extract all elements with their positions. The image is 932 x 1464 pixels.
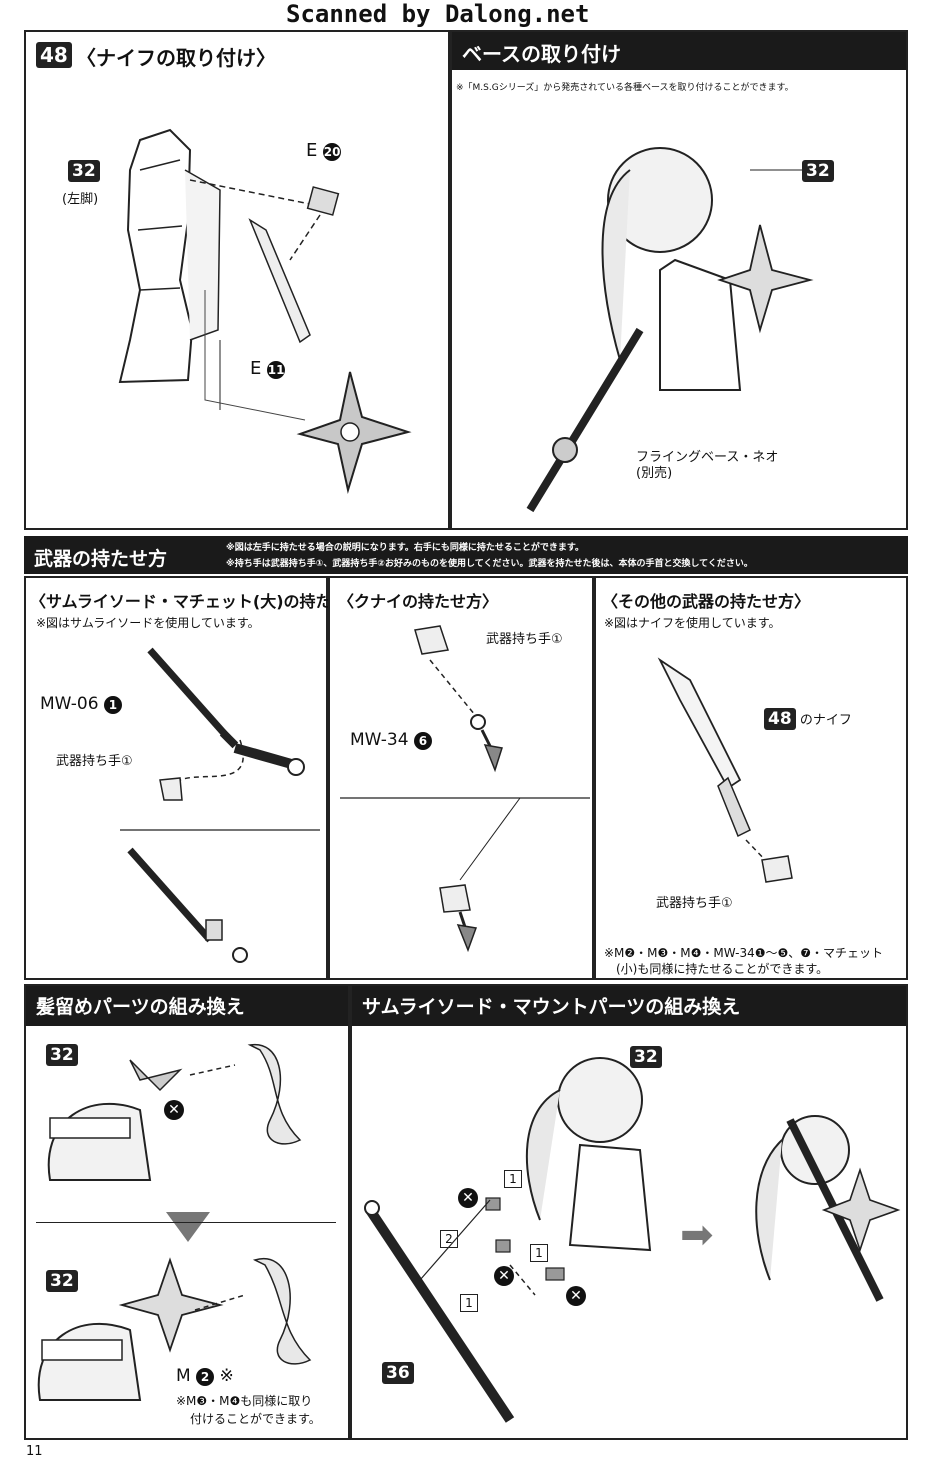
other-panel — [594, 576, 908, 980]
step48-part-e20: E 20 — [306, 140, 342, 161]
other-hand: 武器持ち手① — [656, 896, 733, 911]
hair-bottom-illustration — [37, 1257, 312, 1401]
samurai-part: MW-06 1 — [40, 694, 122, 714]
samurai-title: 〈サムライソード・マチェット(大)の持たせ方〉 — [30, 592, 380, 611]
step48-e11-num: 11 — [267, 361, 286, 379]
hair-part-m-num: 2 — [196, 1368, 215, 1386]
step48-knife-illustration — [189, 179, 340, 410]
mount-figure-illustration — [364, 1057, 652, 1423]
other-knife-illustration — [657, 657, 793, 883]
mount-step-1b: 1 — [530, 1244, 548, 1262]
mount-result-illustration — [755, 1115, 901, 1302]
kunai-part-name: MW-34 — [350, 730, 409, 750]
hair-part-m-letter: M — [176, 1366, 191, 1386]
hair-divider — [36, 1222, 336, 1223]
samurai-hand: 武器持ち手① — [56, 754, 133, 769]
mount-arrow-right-icon: ➡ — [680, 1212, 714, 1258]
samurai-sword-illustration — [120, 647, 320, 963]
other-knife-ref: 48 — [764, 708, 796, 730]
step48-e20-num: 20 — [323, 143, 342, 161]
hair-part-ref-top: 32 — [46, 1044, 78, 1066]
base-header: ベースの取り付け — [452, 32, 906, 70]
kunai-part: MW-34 6 — [350, 730, 432, 750]
kunai-part-num: 6 — [413, 732, 432, 750]
mount-part-ref: 32 — [630, 1046, 662, 1068]
other-footnote-1: ※M❷・M❸・M❹・MW-34❶〜❺、❼・マチェット — [604, 946, 883, 960]
step48-e20-letter: E — [306, 140, 318, 161]
step48-guide-line — [204, 290, 306, 421]
weapons-header: 武器の持たせ方 — [24, 536, 908, 574]
page-number: 11 — [26, 1444, 43, 1459]
weapons-note-1: ※図は左手に持たせる場合の説明になります。右手にも同様に持たせることができます。 — [226, 543, 584, 553]
scan-credit: Scanned by Dalong.net — [286, 0, 590, 28]
mount-remove-icon-3: ✕ — [566, 1286, 586, 1306]
step48-panel — [24, 30, 450, 530]
mount-remove-icon-2: ✕ — [494, 1266, 514, 1286]
mount-sword-ref: 36 — [382, 1362, 414, 1384]
base-part-ref: 32 — [802, 160, 834, 182]
base-note: ※「M.S.Gシリーズ」から発売されている各種ベースを取り付けることができます。 — [456, 83, 794, 93]
step48-part-ref: 32 — [68, 160, 100, 182]
hair-part-m-mark: ※ — [219, 1366, 234, 1386]
hair-remove-icon: ✕ — [164, 1100, 184, 1120]
step48-badge: 48 — [36, 42, 72, 68]
mount-step-1c: 1 — [460, 1294, 478, 1312]
other-footnote-2: (小)も同様に持たせることができます。 — [616, 962, 829, 976]
hair-arrow-down-icon — [166, 1212, 210, 1242]
samurai-part-name: MW-06 — [40, 694, 99, 714]
step48-e11-letter: E — [250, 358, 262, 379]
mount-header: サムライソード・マウントパーツの組み換え — [352, 986, 906, 1026]
other-note: ※図はナイフを使用しています。 — [604, 616, 781, 630]
kunai-illustration — [340, 625, 590, 953]
step48-leg-illustration — [118, 128, 221, 384]
kunai-title: 〈クナイの持たせ方〉 — [338, 592, 499, 611]
hair-footnote-2: 付けることができます。 — [190, 1412, 321, 1426]
base-label-2: (別売) — [636, 466, 673, 481]
base-figure-illustration — [526, 147, 814, 513]
other-title: 〈その他の武器の持たせ方〉 — [602, 592, 811, 611]
hair-part-m: M 2 ※ — [176, 1366, 234, 1386]
hair-top-illustration — [47, 1043, 302, 1181]
other-knife-text: のナイフ — [799, 713, 852, 728]
mount-remove-icon-1: ✕ — [458, 1188, 478, 1208]
step48-part-e11: E 11 — [250, 358, 286, 379]
samurai-part-num: 1 — [103, 696, 122, 714]
other-knife-label: 48 のナイフ — [764, 708, 852, 730]
weapons-note-2: ※持ち手は武器持ち手①、武器持ち手②お好みのものを使用してください。武器を持たせ… — [226, 559, 753, 569]
mount-step-1: 1 — [504, 1170, 522, 1188]
hair-footnote-1: ※M❸・M❹も同様に取り — [176, 1394, 313, 1408]
samurai-note: ※図はサムライソードを使用しています。 — [36, 616, 260, 630]
kunai-hand: 武器持ち手① — [486, 632, 563, 647]
shuriken-icon — [296, 371, 412, 494]
base-label-1: フライングベース・ネオ — [636, 450, 779, 465]
hair-part-ref-bottom: 32 — [46, 1270, 78, 1292]
step48-part-ref-note: (左脚) — [62, 192, 99, 207]
step48-title: 〈ナイフの取り付け〉 — [76, 46, 276, 70]
hair-header: 髪留めパーツの組み換え — [26, 986, 348, 1026]
